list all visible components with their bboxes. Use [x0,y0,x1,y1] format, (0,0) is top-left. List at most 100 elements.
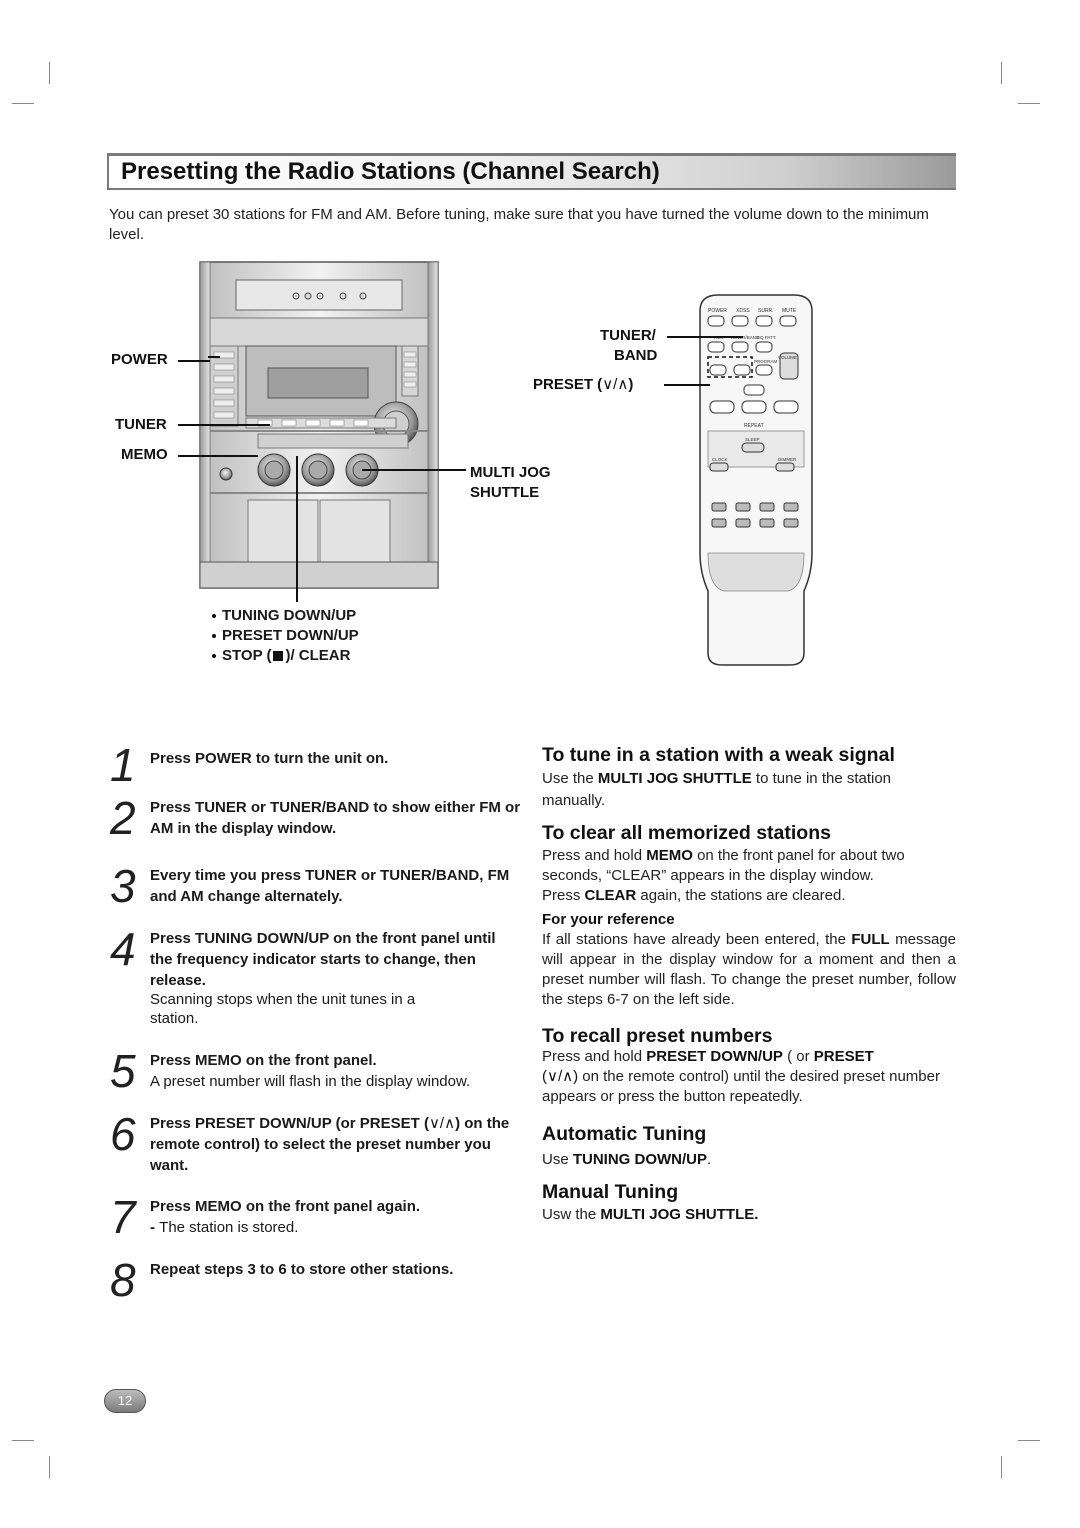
text-part: Use the [542,770,598,787]
text-automatic-tuning: Use TUNING DOWN/UP. [542,1150,956,1170]
text-bold: PRESET [813,1048,874,1065]
leader-power [178,360,210,362]
reference-heading: For your reference [542,910,956,930]
text-part: If all stations have already been entere… [542,931,852,948]
reference-text: If all stations have already been entere… [542,930,956,1010]
text-part: Press [542,887,585,904]
step-text: Press TUNER or TUNER/BAND to show either… [150,799,521,837]
leader-preset [664,384,710,386]
svg-text:VOLUME: VOLUME [778,355,797,360]
step-number: 6 [110,1108,136,1160]
crop-mark [1001,1456,1002,1478]
svg-text:SURR.: SURR. [758,308,774,314]
label-preset-text: PRESET ( [533,376,603,393]
bullet-stop-b: )/ CLEAR [285,647,351,664]
step-number: 2 [110,792,136,844]
heading-automatic-tuning: Automatic Tuning [542,1123,707,1145]
text-bold: MULTI JOG SHUTTLE [597,770,752,787]
text-bold: TUNING DOWN/UP [572,1151,708,1168]
step-note: The station is stored. [159,1219,299,1236]
text-bold: PRESET DOWN/UP [646,1048,783,1065]
step-text-a: Press PRESET DOWN/UP (or PRESET ( [150,1115,429,1132]
crop-mark [1018,1440,1040,1441]
text-part: again, the stations are cleared. [636,887,846,904]
svg-text:PROGRAM: PROGRAM [754,359,778,364]
title-bar: Presetting the Radio Stations (Channel S… [107,153,956,190]
step-text: Press TUNING DOWN/UP on the front panel … [150,930,496,989]
step-text: Press POWER to turn the unit on. [150,750,389,767]
step-number: 3 [110,860,136,912]
heading-weak-signal: To tune in a station with a weak signal [542,744,895,766]
step-number: 5 [110,1045,136,1097]
crop-mark [1001,62,1002,84]
text-clear: Press and hold MEMO on the front panel f… [542,846,956,906]
step-number: 1 [110,739,136,791]
label-memo: MEMO [121,446,168,463]
preset-chevron-icons: (∨/∧) [542,1068,579,1085]
svg-text:POWER: POWER [708,308,727,314]
text-part: . [707,1151,712,1168]
step-text: Every time you press TUNER or TUNER/BAND… [150,867,510,905]
page-title: Presetting the Radio Stations (Channel S… [121,158,660,185]
heading-clear: To clear all memorized stations [542,822,831,844]
preset-chevron-icons: ∨/∧ [428,1115,456,1132]
step-number: 7 [110,1191,136,1243]
label-multi-jog: MULTI JOG [470,464,551,481]
bullet-preset: PRESET DOWN/UP [222,627,359,644]
step-text-b: ) on the remote control) to select the p… [150,1115,510,1174]
label-power: POWER [111,351,168,368]
svg-text:XDSS: XDSS [736,308,750,314]
unit-button-list: TUNING DOWN/UP PRESET DOWN/UP STOP ( )/ C… [212,606,359,666]
label-preset: PRESET (∨/∧) [533,375,633,393]
svg-text:MUTE: MUTE [782,308,797,314]
text-part: on the front panel for about two seconds… [542,847,905,884]
leader-power-tip [208,356,220,358]
intro-text: You can preset 30 stations for FM and AM… [109,206,929,243]
preset-chevron-icons: ∨/∧ [602,376,629,393]
crop-mark [49,1456,50,1478]
step-text: Press MEMO on the front panel. [150,1052,377,1069]
text-manual-tuning: Usw the MULTI JOG SHUTTLE. [542,1205,956,1225]
step-note: Scanning stops when the unit tunes in a … [150,991,416,1027]
step-text: Press MEMO on the front panel again. [150,1198,421,1215]
step-dash: - [150,1219,160,1236]
label-tuner: TUNER [115,416,167,433]
svg-text:DIMMER: DIMMER [778,457,797,462]
heading-manual-tuning: Manual Tuning [542,1181,679,1203]
heading-recall: To recall preset numbers [542,1025,773,1047]
crop-mark [49,62,50,84]
text-part: to tune in the station manually. [542,770,892,809]
text-bold: For your reference [542,911,675,928]
text-part: Press and hold [542,1048,647,1065]
text-weak-signal: Use the MULTI JOG SHUTTLE to tune in the… [542,768,942,812]
crop-mark [12,1440,34,1441]
page-number: 12 [117,1393,133,1408]
page-number-badge: 12 [104,1389,146,1413]
text-bold: MEMO [646,847,693,864]
text-part: Press and hold [542,847,647,864]
step-number: 4 [110,923,136,975]
step-note: A preset number will flash in the displa… [150,1073,471,1090]
svg-text:SLEEP: SLEEP [745,437,760,442]
text-bold: CLEAR [584,887,637,904]
bullet-tuning: TUNING DOWN/UP [222,607,357,624]
leader-multi-jog [362,469,466,471]
text-part: on the remote control) until the desired… [542,1068,940,1105]
text-bold: MULTI JOG SHUTTLE. [600,1206,759,1223]
text-part: ( or [782,1048,814,1065]
label-tuner-band-2: BAND [614,347,658,364]
leader-bullets-vertical [296,456,298,602]
text-part: Use [542,1151,573,1168]
bullet-stop-a: STOP ( [222,647,272,664]
text-part: message will appear in the display windo… [542,931,956,1008]
text-bold: FULL [851,931,890,948]
text-part: Usw the [542,1206,601,1223]
step-number: 8 [110,1254,136,1306]
crop-mark [12,103,34,104]
svg-text:EQ PATT.: EQ PATT. [757,335,776,340]
leader-tuner-band [667,336,743,338]
label-shuttle: SHUTTLE [470,484,540,501]
label-tuner-band-1: TUNER/ [600,327,656,344]
stop-icon [273,651,284,661]
step-text: Repeat steps 3 to 6 to store other stati… [150,1261,454,1278]
